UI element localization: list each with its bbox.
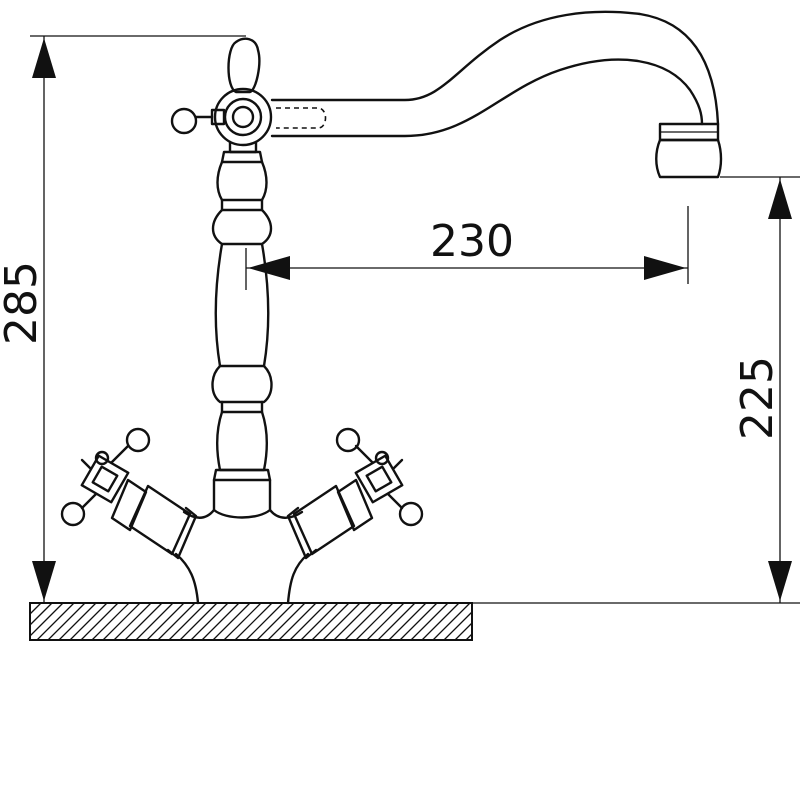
swivel-hub — [170, 37, 273, 154]
hatch-line — [289, 602, 328, 641]
spout — [270, 10, 720, 138]
hatch-line — [410, 602, 449, 641]
hatch-line — [421, 602, 460, 641]
hatch-line — [168, 602, 207, 641]
hatch-line — [377, 602, 416, 641]
hatch-line — [113, 602, 152, 641]
hatch-line — [29, 602, 42, 615]
hatch-line — [234, 602, 273, 641]
hatch-line — [201, 602, 240, 641]
right-valve — [286, 478, 374, 560]
dimension-total-height: 285 — [0, 35, 246, 603]
hatch-line — [36, 602, 75, 641]
hatch-line — [311, 602, 350, 641]
left-valve — [110, 478, 198, 560]
aerator — [655, 122, 723, 179]
hatch-line — [267, 602, 306, 641]
right-cross-handle-icon — [335, 427, 424, 527]
hatch-line — [333, 602, 372, 641]
hatch-line — [58, 602, 97, 641]
hatch-line — [223, 602, 262, 641]
hatch-line — [29, 602, 53, 626]
hatch-line — [322, 602, 361, 641]
hatch-line — [135, 602, 174, 641]
hatch-line — [399, 602, 438, 641]
faucet-base — [174, 508, 310, 605]
hatch-line — [80, 602, 119, 641]
hatch-line — [454, 622, 473, 641]
hatch-line — [245, 602, 284, 641]
hatch-line — [465, 633, 473, 641]
hatch-line — [124, 602, 163, 641]
hatch-line — [388, 602, 427, 641]
dimension-spout-reach: 230 — [245, 206, 689, 290]
hatch-line — [300, 602, 339, 641]
hatch-line — [432, 602, 471, 641]
dimension-spout-height: 225 — [720, 176, 800, 603]
hatch-line — [190, 602, 229, 641]
hatch-line — [344, 602, 383, 641]
hatch-line — [29, 602, 64, 637]
hatch-line — [146, 602, 185, 641]
hatch-line — [443, 611, 473, 641]
hatch-line — [179, 602, 218, 641]
countertop-hatching — [29, 602, 473, 641]
hatch-line — [355, 602, 394, 641]
countertop — [29, 602, 800, 641]
hatch-line — [366, 602, 405, 641]
hatch-line — [278, 602, 317, 641]
hatch-line — [47, 602, 86, 641]
column-body — [211, 150, 273, 519]
hatch-line — [102, 602, 141, 641]
hatch-line — [157, 602, 196, 641]
dimension-spout-height-label: 225 — [732, 356, 783, 440]
hatch-line — [69, 602, 108, 641]
hatch-line — [91, 602, 130, 641]
dimension-spout-reach-label: 230 — [430, 216, 514, 267]
hatch-line — [212, 602, 251, 641]
dimension-total-height-label: 285 — [0, 261, 47, 345]
left-cross-handle-icon — [60, 427, 151, 527]
hatch-line — [256, 602, 295, 641]
